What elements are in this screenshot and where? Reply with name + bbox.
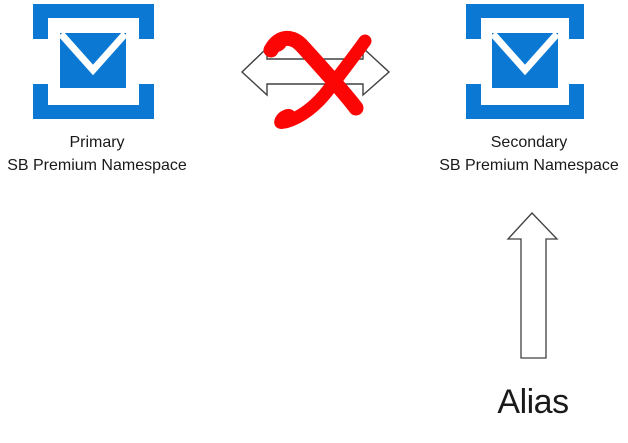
primary-label-line1: Primary <box>69 134 125 151</box>
primary-namespace-node <box>33 4 154 119</box>
blocked-connection <box>235 28 395 135</box>
envelope-flap-icon <box>490 31 560 76</box>
red-cross-icon <box>263 30 372 129</box>
service-bus-icon <box>466 4 584 119</box>
alias-arrow <box>500 207 564 362</box>
primary-label: Primary SB Premium Namespace <box>7 131 187 177</box>
secondary-namespace-node <box>466 4 584 119</box>
secondary-label-line2: SB Premium Namespace <box>439 157 619 174</box>
secondary-label-line1: Secondary <box>490 134 568 151</box>
service-bus-icon <box>33 4 154 119</box>
primary-label-line2: SB Premium Namespace <box>7 157 187 174</box>
secondary-label: Secondary SB Premium Namespace <box>439 131 619 177</box>
alias-label: Alias <box>497 383 569 421</box>
envelope-flap-icon <box>58 31 128 76</box>
up-arrow-icon <box>506 212 559 359</box>
